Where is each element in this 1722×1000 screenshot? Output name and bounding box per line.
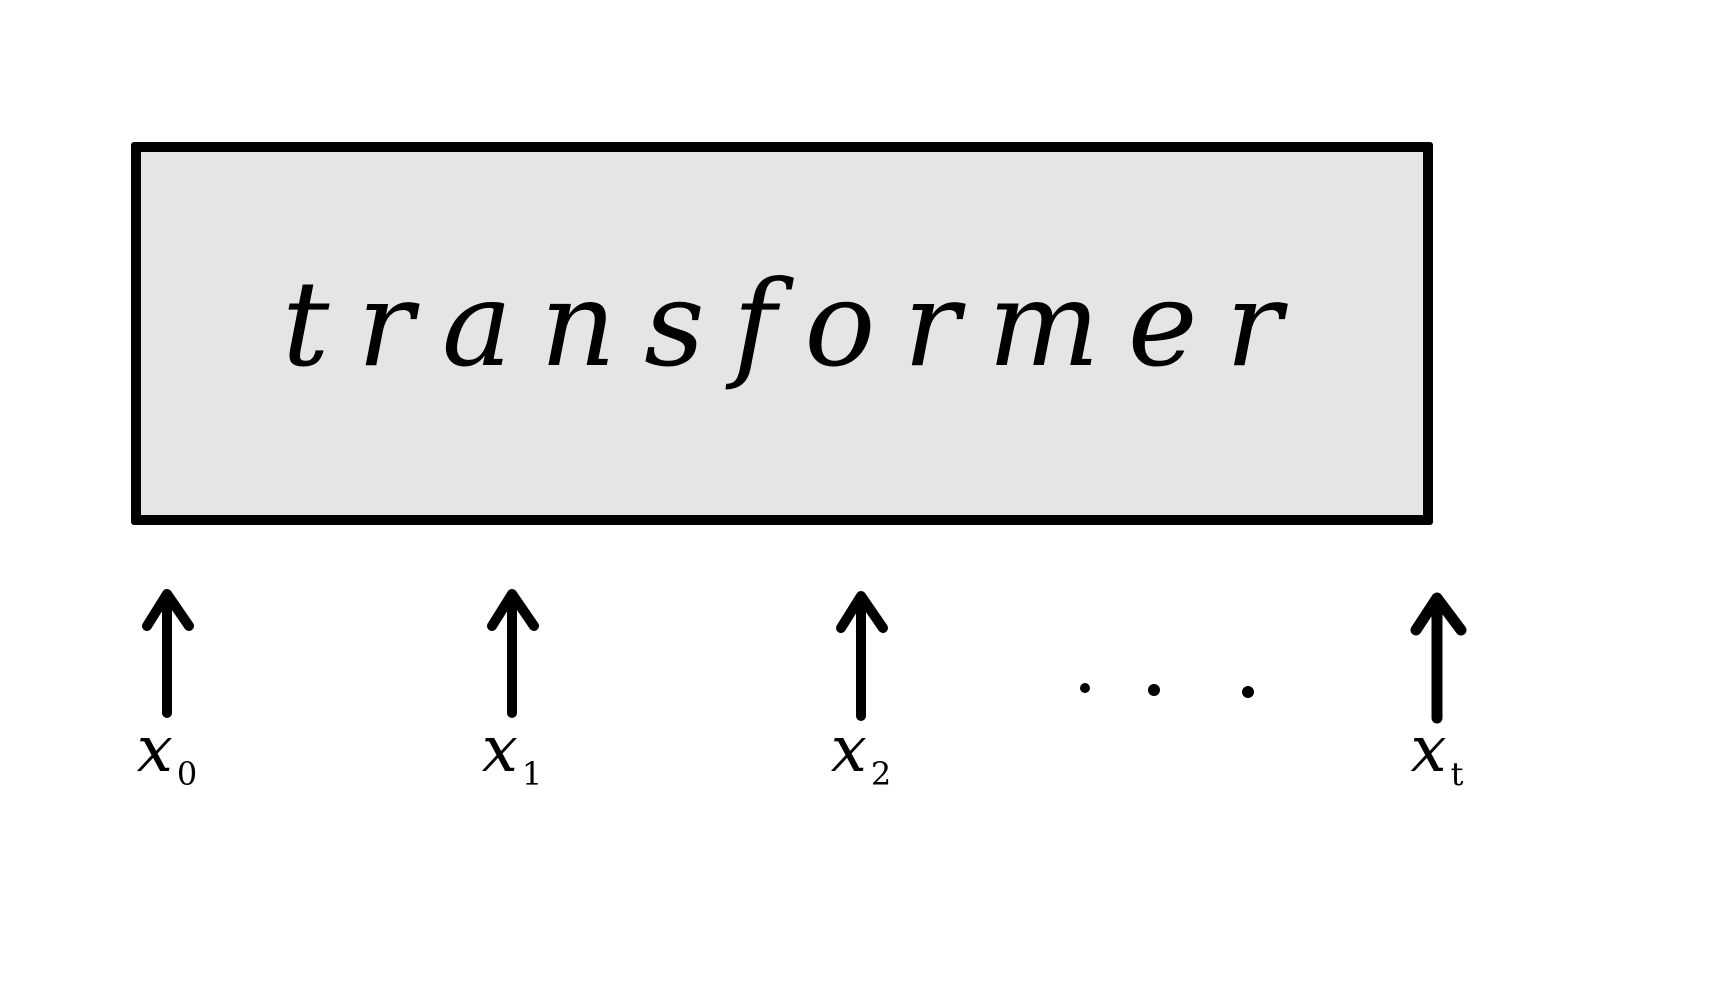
token-symbol: x bbox=[136, 713, 173, 787]
token-subscript: 2 bbox=[870, 755, 892, 793]
token-symbol: x bbox=[830, 713, 867, 787]
token-symbol: x bbox=[1410, 713, 1447, 787]
up-arrow-icon bbox=[1410, 592, 1467, 724]
transformer-block: transformer bbox=[131, 142, 1433, 525]
token-subscript: 1 bbox=[521, 755, 543, 793]
token-symbol: x bbox=[481, 713, 518, 787]
up-arrow-icon bbox=[836, 591, 888, 721]
token-subscript: t bbox=[1450, 755, 1464, 793]
ellipsis-dots-icon bbox=[1080, 683, 1254, 698]
transformer-label: transformer bbox=[282, 254, 1310, 393]
token-subscript: 0 bbox=[176, 755, 198, 793]
up-arrow-icon bbox=[142, 589, 194, 718]
up-arrow-icon bbox=[487, 589, 539, 718]
